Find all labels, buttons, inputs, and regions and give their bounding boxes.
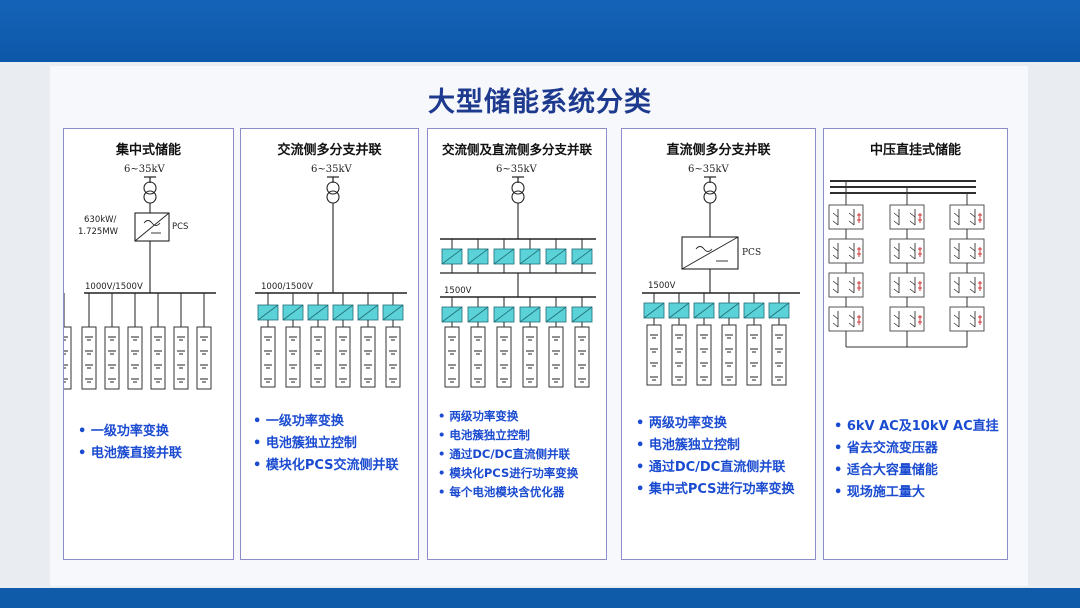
battery-cluster-row xyxy=(56,293,72,390)
panel-title: 交流侧及直流侧多分支并联 xyxy=(441,142,592,157)
panel-title: 直流侧多分支并联 xyxy=(666,143,771,158)
voltage-label: 6~35kV xyxy=(311,164,353,175)
list-item: 省去交流变压器 xyxy=(834,438,999,460)
list-item: 集中式PCS进行功率变换 xyxy=(636,479,795,501)
transformer-icon xyxy=(143,181,157,195)
panel-title: 集中式储能 xyxy=(115,143,181,158)
bus-label: 1500V xyxy=(648,281,676,291)
voltage-label: 6~35kV xyxy=(688,164,730,175)
transformer-icon xyxy=(511,181,525,195)
panel-ac-dc-multibranch: 交流侧及直流侧多分支并联 6~35kV 1500V xyxy=(427,128,607,560)
list-item: 现场施工量大 xyxy=(834,482,999,504)
list-item: 模块化PCS交流侧并联 xyxy=(253,455,399,477)
mv-direct-diagram xyxy=(828,180,985,348)
feature-list: 两级功率变换 电池簇独立控制 通过DC/DC直流侧并联 模块化PCS进行功率变换… xyxy=(438,407,578,502)
centralized-diagram: 6~35kV PCS 630kW/ 1.725MW 1000V/1500V xyxy=(56,164,216,390)
panel-title: 交流侧多分支并联 xyxy=(277,143,382,158)
feature-list: 两级功率变换 电池簇独立控制 通过DC/DC直流侧并联 集中式PCS进行功率变换 xyxy=(636,413,795,501)
list-item: 适合大容量储能 xyxy=(834,460,999,482)
panel-title: 中压直挂式储能 xyxy=(869,143,961,158)
slide-title: 大型储能系统分类 xyxy=(428,87,652,118)
bus-label: 1000V/1500V xyxy=(85,282,143,292)
power-label: 630kW/ xyxy=(84,215,117,225)
list-item: 6kV AC及10kV AC直挂 xyxy=(834,416,999,438)
converter-row xyxy=(257,293,404,388)
list-item: 模块化PCS进行功率变换 xyxy=(438,464,578,483)
panel-centralized: 集中式储能 6~35kV PCS 630kW/ 1.725MW 1000V/15… xyxy=(56,128,234,560)
list-item: 两级功率变换 xyxy=(438,407,578,426)
list-item: 通过DC/DC直流侧并联 xyxy=(636,457,795,479)
voltage-label: 6~35kV xyxy=(496,164,538,175)
pcs-label: PCS xyxy=(172,222,188,232)
feature-list: 一级功率变换 电池簇直接并联 xyxy=(78,421,182,465)
feature-list: 一级功率变换 电池簇独立控制 模块化PCS交流侧并联 xyxy=(253,411,399,477)
transformer-icon xyxy=(703,181,717,195)
voltage-label: 6~35kV xyxy=(124,164,166,175)
feature-list: 6kV AC及10kV AC直挂 省去交流变压器 适合大容量储能 现场施工量大 xyxy=(834,416,999,504)
list-item: 一级功率变换 xyxy=(78,421,182,443)
dcdc-row xyxy=(643,293,790,386)
list-item: 电池簇独立控制 xyxy=(636,435,795,457)
bus-label: 1000/1500V xyxy=(261,282,313,292)
panel-dc-multibranch: 直流侧多分支并联 6~35kV PCS 1500V xyxy=(621,128,816,560)
panel-ac-multibranch: 交流侧多分支并联 6~35kV 10 xyxy=(240,128,419,560)
pcs-row xyxy=(441,239,593,273)
panel-mv-direct: 中压直挂式储能 xyxy=(823,128,1008,560)
dc-multibranch-diagram: 6~35kV PCS 1500V xyxy=(642,164,800,386)
list-item: 电池簇独立控制 xyxy=(253,433,399,455)
power-label: 1.725MW xyxy=(78,227,119,237)
pcs-label: PCS xyxy=(742,248,761,258)
list-item: 电池簇直接并联 xyxy=(78,443,182,465)
ac-dc-multibranch-diagram: 6~35kV 1500V xyxy=(440,164,596,388)
bus-label: 1500V xyxy=(444,286,472,296)
footer-bar xyxy=(0,588,1080,608)
transformer-icon xyxy=(326,181,340,195)
header-bar xyxy=(0,0,1080,62)
list-item: 两级功率变换 xyxy=(636,413,795,435)
list-item: 电池簇独立控制 xyxy=(438,426,578,445)
battery-cluster xyxy=(56,293,72,390)
dcdc-row xyxy=(441,297,593,388)
list-item: 通过DC/DC直流侧并联 xyxy=(438,445,578,464)
h-bridge-cascade xyxy=(828,181,985,348)
list-item: 每个电池模块含优化器 xyxy=(438,483,578,502)
ac-multibranch-diagram: 6~35kV 1000/1500V xyxy=(255,164,407,388)
list-item: 一级功率变换 xyxy=(253,411,399,433)
